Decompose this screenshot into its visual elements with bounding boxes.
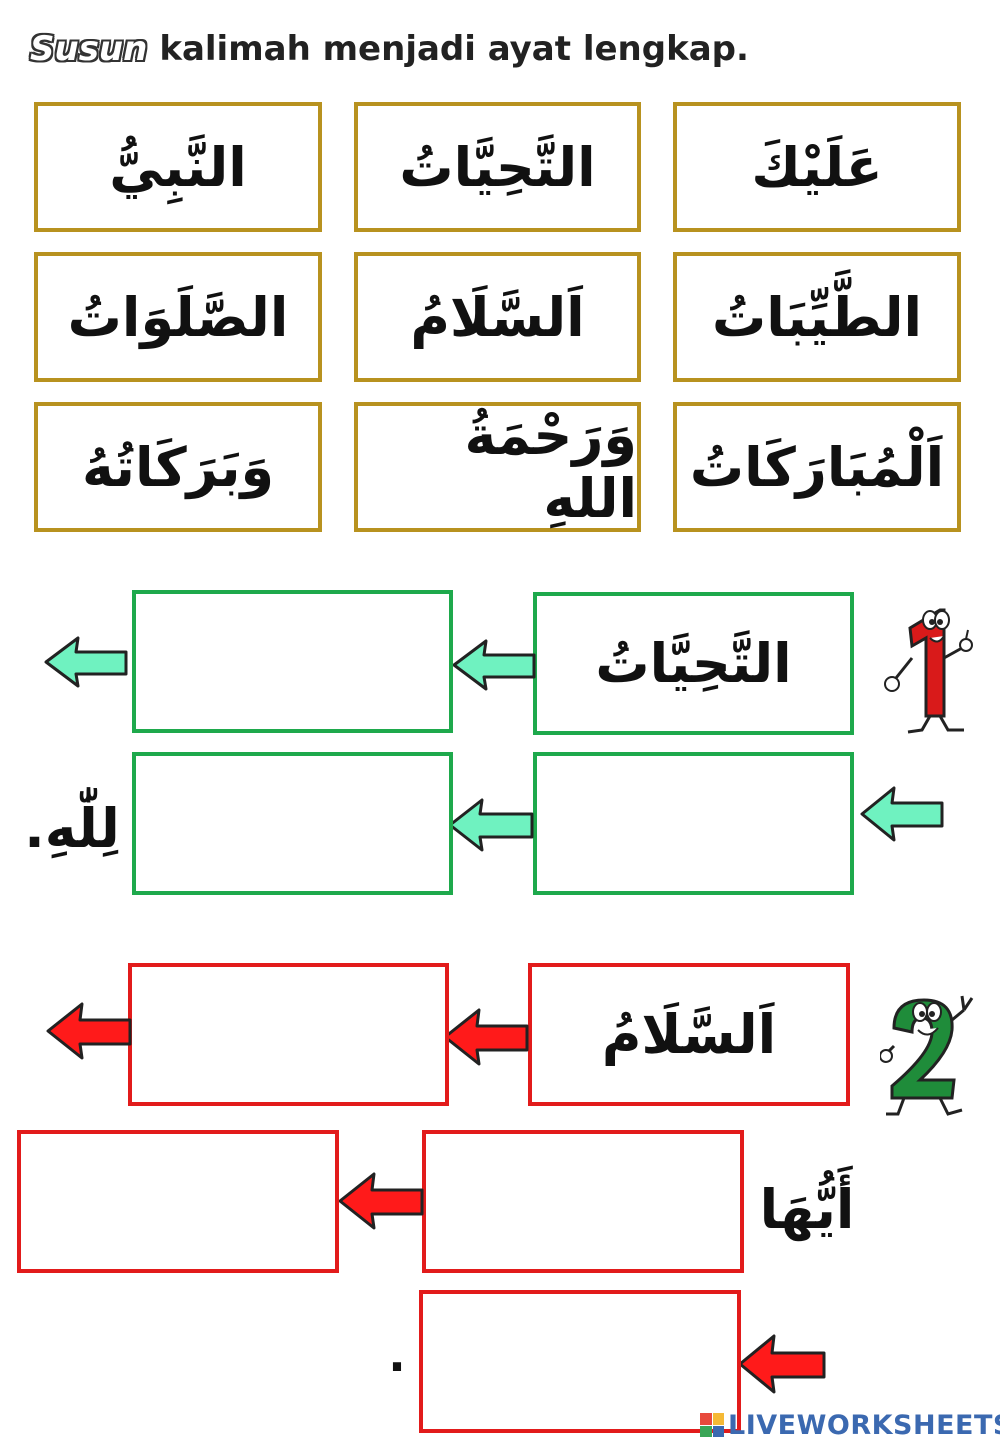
- title-highlight: Susun: [30, 29, 148, 69]
- answer-box[interactable]: [533, 752, 854, 895]
- given-word: أَيُّهَا: [759, 1177, 855, 1241]
- ending-word: لِلّٰهِ.: [24, 796, 120, 860]
- arrow-left-icon: [42, 634, 130, 690]
- answer-box[interactable]: [419, 1290, 741, 1433]
- answer-box[interactable]: التَّحِيَّاتُ: [533, 592, 854, 735]
- word-card[interactable]: عَلَيْكَ: [673, 102, 961, 232]
- word-card[interactable]: اَلسَّلَامُ: [354, 252, 641, 382]
- answer-box[interactable]: اَلسَّلَامُ: [528, 963, 850, 1106]
- answer-box[interactable]: [128, 963, 449, 1106]
- arrow-left-icon: [336, 1170, 426, 1232]
- number-one-mascot-icon: [882, 598, 982, 738]
- arrow-left-icon: [44, 1000, 134, 1062]
- arrow-left-icon: [441, 1006, 531, 1068]
- word-card[interactable]: النَّبِيُّ: [34, 102, 322, 232]
- answer-box[interactable]: [422, 1130, 744, 1273]
- arrow-left-icon: [446, 796, 536, 854]
- watermark: LIVEWORKSHEETS: [700, 1408, 1000, 1442]
- arrow-left-icon: [736, 1332, 828, 1396]
- title-text: kalimah menjadi ayat lengkap.: [159, 29, 749, 69]
- word-card[interactable]: الصَّلَوَاتُ: [34, 252, 322, 382]
- word-card[interactable]: اَلْمُبَارَكَاتُ: [673, 402, 961, 532]
- liveworksheets-logo-icon: [700, 1413, 724, 1437]
- watermark-text: LIVEWORKSHEETS: [728, 1409, 1000, 1441]
- answer-box[interactable]: [132, 590, 453, 733]
- number-two-mascot-icon: [879, 990, 980, 1120]
- word-card[interactable]: التَّحِيَّاتُ: [354, 102, 641, 232]
- arrow-left-icon: [858, 784, 946, 844]
- word-card[interactable]: الطَّيِّبَاتُ: [673, 252, 961, 382]
- word-card[interactable]: وَبَرَكَاتُهُ: [34, 402, 322, 532]
- arrow-left-icon: [450, 637, 538, 693]
- end-period: .: [388, 1328, 406, 1382]
- word-card[interactable]: وَرَحْمَةُ اللهِ: [354, 402, 641, 532]
- answer-box[interactable]: [132, 752, 453, 895]
- instruction-title: Susun kalimah menjadi ayat lengkap.: [30, 24, 749, 74]
- answer-box[interactable]: [17, 1130, 339, 1273]
